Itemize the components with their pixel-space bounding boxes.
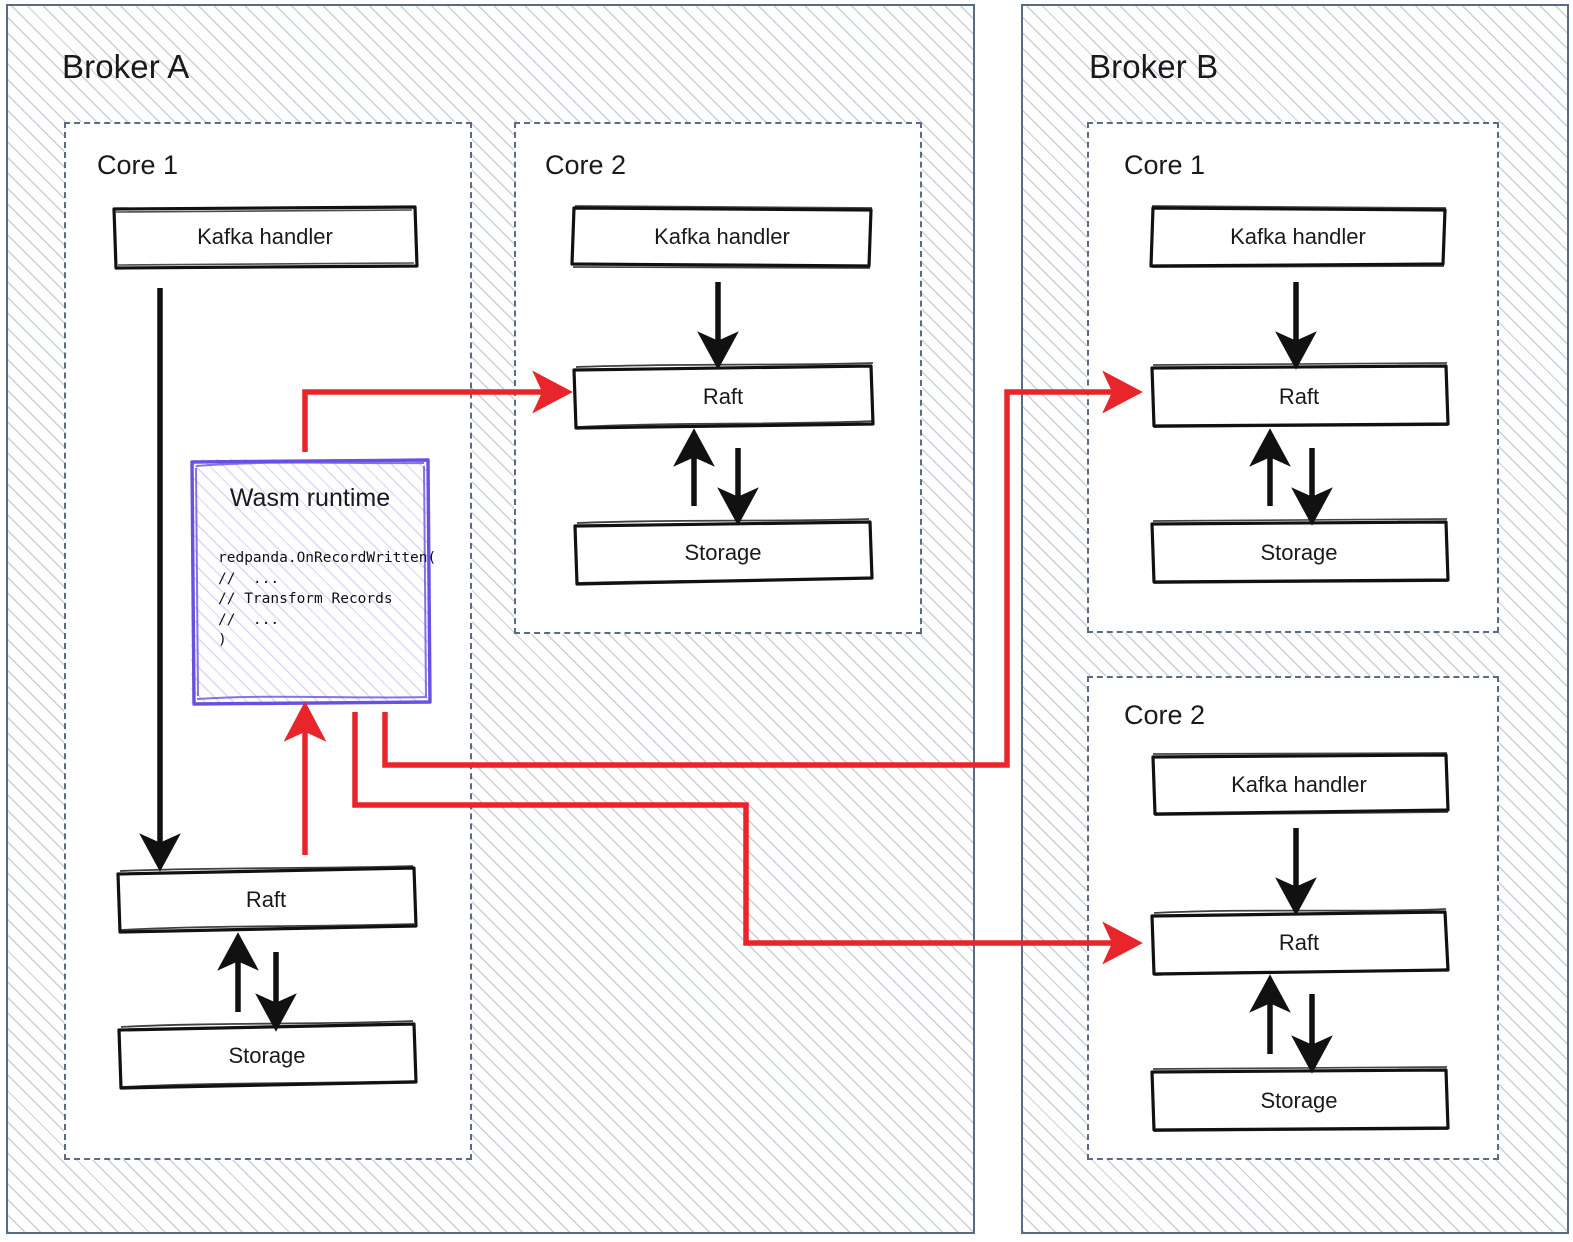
broker-a-core-2-title: Core 2 xyxy=(545,150,627,180)
broker-a-core-1-kafka-handler-box[interactable]: Kafka handler xyxy=(112,204,419,270)
broker-b-core-1-storage-box[interactable]: Storage xyxy=(1148,518,1450,588)
broker-a-core-2-storage-box[interactable]: Storage xyxy=(572,518,874,588)
broker-a-core-1-title: Core 1 xyxy=(97,150,179,180)
broker-a-core-2-kafka-handler-box[interactable]: Kafka handler xyxy=(570,204,874,270)
wasm-runtime-title: Wasm runtime xyxy=(229,484,391,512)
broker-b-core-2-raft-box[interactable]: Raft xyxy=(1148,908,1450,978)
broker-a-title: Broker A xyxy=(62,48,190,85)
broker-b-core-1-kafka-handler-box[interactable]: Kafka handler xyxy=(1148,204,1448,270)
wasm-runtime-box[interactable]: Wasm runtime redpanda.OnRecordWritten( /… xyxy=(188,456,436,706)
broker-a-core-1-raft-box[interactable]: Raft xyxy=(114,864,418,936)
broker-b-core-2-title: Core 2 xyxy=(1124,700,1206,730)
broker-a-core-2-raft-box[interactable]: Raft xyxy=(570,362,876,432)
broker-b-core-1-raft-box[interactable]: Raft xyxy=(1148,362,1450,432)
broker-b-core-1-title: Core 1 xyxy=(1124,150,1206,180)
wasm-runtime-code: redpanda.OnRecordWritten( // ... // Tran… xyxy=(218,550,437,649)
broker-b-core-2-storage-box[interactable]: Storage xyxy=(1148,1066,1450,1136)
broker-b-title: Broker B xyxy=(1089,48,1219,85)
broker-b-core-2-kafka-handler-box[interactable]: Kafka handler xyxy=(1148,752,1450,818)
broker-a-core-1-storage-box[interactable]: Storage xyxy=(116,1020,418,1092)
